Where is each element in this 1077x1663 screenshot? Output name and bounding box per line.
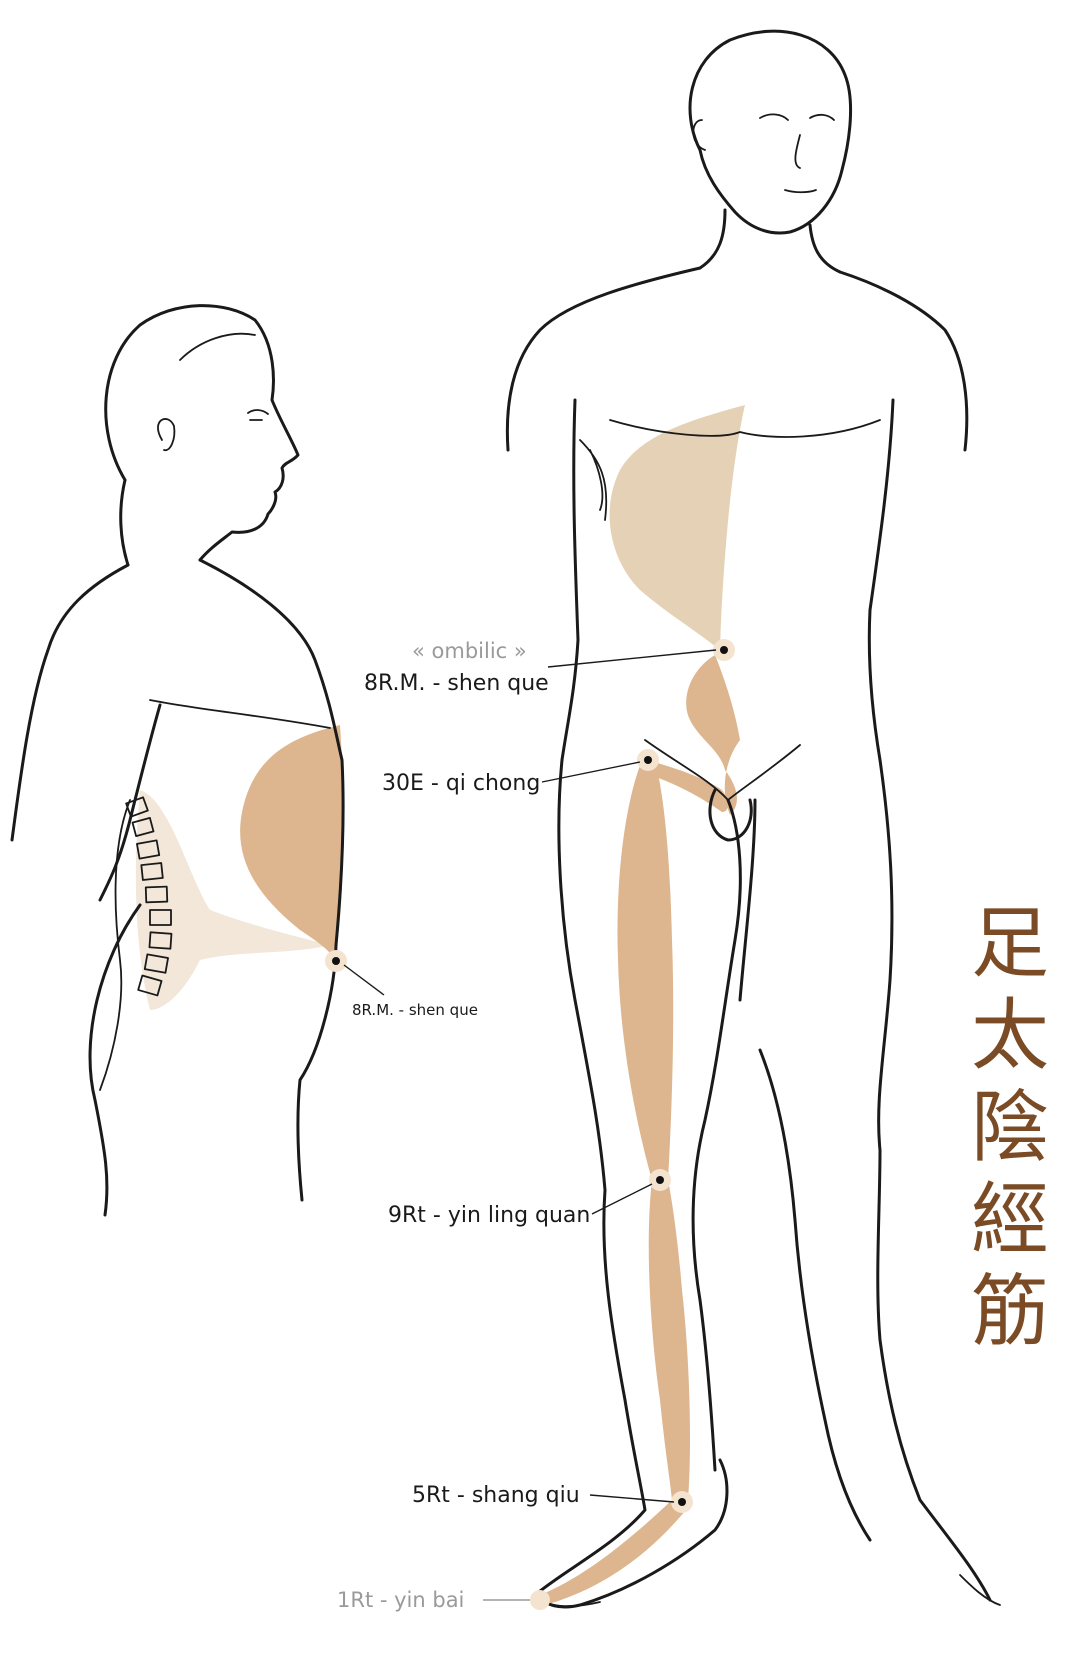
front-nose-mouth — [785, 135, 816, 192]
leader-8rm-front — [548, 650, 716, 667]
vertical-title: 足 太 陰 經 筋 — [971, 899, 1049, 1357]
front-left-shoulder-arm — [507, 268, 700, 450]
point-5rt — [678, 1498, 686, 1506]
front-torso-left — [562, 400, 578, 760]
side-eye — [248, 410, 268, 420]
title-char-5: 筋 — [971, 1267, 1049, 1357]
front-ribs — [580, 440, 606, 520]
point-9rt — [656, 1176, 664, 1184]
side-ear — [158, 419, 174, 450]
front-meridian-thigh — [617, 758, 673, 1180]
front-meridian-shin — [649, 1180, 690, 1500]
front-view-figure — [507, 31, 1000, 1607]
leader-30e — [542, 762, 640, 782]
leader-5rt — [590, 1495, 674, 1502]
leader-9rt — [592, 1184, 652, 1214]
side-view-figure — [12, 306, 343, 1215]
label-8rm-front: 8R.M. - shen que — [364, 671, 549, 696]
side-hairline — [180, 334, 255, 360]
front-meridian-foot — [540, 1500, 690, 1605]
side-back-of-neck — [121, 480, 128, 565]
point-labels: « ombilic » 8R.M. - shen que 30E - qi ch… — [337, 639, 590, 1612]
front-left-leg-inner — [693, 800, 740, 1470]
side-meridian-abdomen — [240, 725, 343, 960]
label-ombilic-note: « ombilic » — [412, 639, 527, 663]
front-meridian-chest — [610, 405, 745, 650]
leader-8rm-side — [344, 965, 384, 995]
label-1rt: 1Rt - yin bai — [337, 1588, 464, 1612]
label-9rt: 9Rt - yin ling quan — [388, 1203, 590, 1228]
front-pectorals — [610, 420, 880, 437]
side-buttock-outline — [90, 905, 140, 1215]
point-8rm-side — [332, 957, 340, 965]
front-eyes — [760, 114, 834, 120]
title-char-3: 陰 — [971, 1083, 1049, 1173]
front-neck — [700, 210, 840, 272]
title-char-1: 足 — [971, 899, 1049, 989]
front-right-leg-medial — [760, 1050, 870, 1540]
label-5rt: 5Rt - shang qiu — [412, 1483, 580, 1508]
front-torso-right — [869, 400, 893, 760]
front-head-outline — [690, 31, 851, 233]
point-8rm-front — [720, 646, 728, 654]
title-char-4: 經 — [971, 1175, 1049, 1265]
title-char-2: 太 — [971, 991, 1049, 1081]
front-right-shoulder-arm — [840, 272, 967, 450]
side-arm-back-inner — [150, 700, 330, 728]
side-back-outline — [12, 565, 128, 840]
label-30e: 30E - qi chong — [382, 771, 540, 796]
label-8rm-side: 8R.M. - shen que — [352, 1001, 478, 1019]
point-1rt-halo — [530, 1590, 550, 1610]
point-30e — [644, 756, 652, 764]
